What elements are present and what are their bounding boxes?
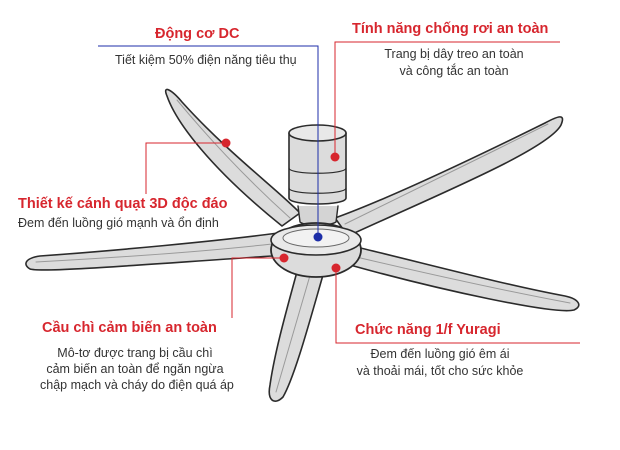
callout-line-fuse bbox=[231, 257, 284, 318]
dc-motor-description: Tiết kiệm 50% điện năng tiêu thụ bbox=[115, 53, 297, 67]
marker-dot-anti-fall bbox=[330, 152, 340, 162]
callout-line-anti-fall bbox=[334, 41, 560, 157]
callout-line-dc-motor bbox=[98, 45, 319, 237]
anti-fall-description-1: Trang bị dây treo an toàn bbox=[384, 47, 524, 61]
fan-blade-left bbox=[25, 232, 279, 271]
yuragi-title: Chức năng 1/f Yuragi bbox=[355, 322, 501, 338]
fuse-description-1: Mô-tơ được trang bị cầu chì bbox=[57, 346, 213, 360]
fuse-description-2: cảm biến an toàn để ngăn ngừa bbox=[46, 362, 224, 376]
blade-3d-title: Thiết kế cánh quạt 3D độc đáo bbox=[18, 196, 228, 212]
yuragi-description-2: và thoải mái, tốt cho sức khỏe bbox=[356, 364, 524, 378]
fan-blade-upper-right bbox=[334, 116, 564, 237]
marker-dot-yuragi bbox=[331, 263, 341, 273]
callout-line-yuragi bbox=[335, 268, 580, 344]
fan-blade-bottom bbox=[268, 267, 324, 402]
marker-dot-blade-3d bbox=[221, 138, 231, 148]
anti-fall-title: Tính năng chống rơi an toàn bbox=[352, 21, 549, 37]
dc-motor-title: Động cơ DC bbox=[155, 26, 240, 42]
fuse-title: Cầu chì cảm biến an toàn bbox=[42, 320, 217, 336]
marker-dot-fuse bbox=[279, 253, 289, 263]
marker-dot-dc-motor bbox=[313, 232, 323, 242]
callout-line-blade-3d bbox=[145, 142, 226, 194]
fan-blade-right bbox=[349, 245, 580, 312]
fan-blade-upper-left bbox=[164, 88, 301, 227]
yuragi-description-1: Đem đến luồng gió êm ái bbox=[370, 347, 510, 361]
fuse-description-3: chập mạch và cháy do điện quá áp bbox=[40, 378, 234, 392]
blade-3d-description: Đem đến luồng gió mạnh và ổn định bbox=[18, 216, 219, 230]
anti-fall-description-2: và công tắc an toàn bbox=[399, 64, 509, 78]
